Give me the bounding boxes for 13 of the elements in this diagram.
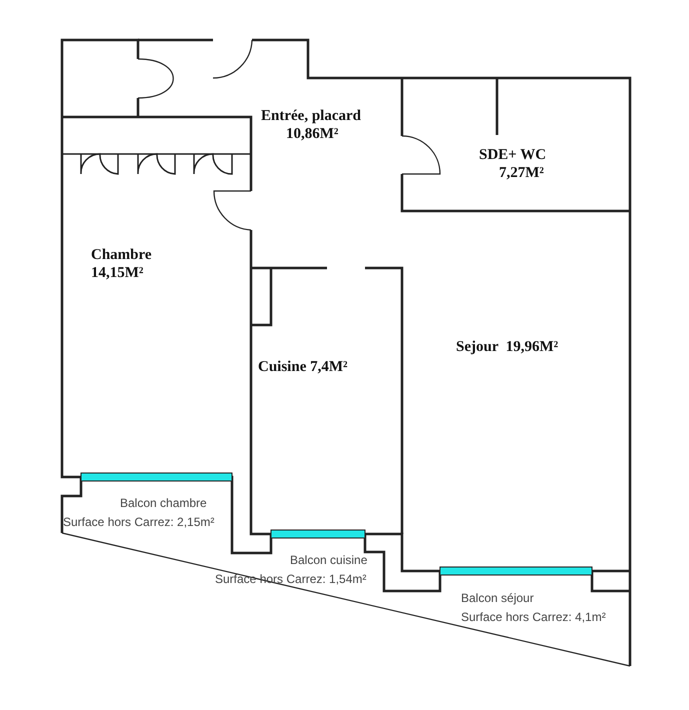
room-label: Cuisine 7,4M² (258, 359, 348, 376)
area-label: 7,27M² (499, 165, 544, 182)
room-label: Sejour 19,96M² (456, 339, 558, 356)
room-label: Entrée, placard (261, 108, 361, 125)
balcony-label: Balcon chambre (120, 496, 207, 510)
surface-note: Surface hors Carrez: 4,1m² (461, 610, 606, 624)
balcony-label: Balcon séjour (461, 591, 534, 605)
room-label: Chambre (91, 247, 152, 264)
balcony-label: Balcon cuisine (290, 553, 368, 567)
area-label: 14,15M² (91, 265, 144, 282)
surface-note: Surface hors Carrez: 2,15m² (63, 515, 214, 529)
room-label: SDE+ WC (479, 147, 546, 164)
area-label: 10,86M² (286, 126, 338, 143)
